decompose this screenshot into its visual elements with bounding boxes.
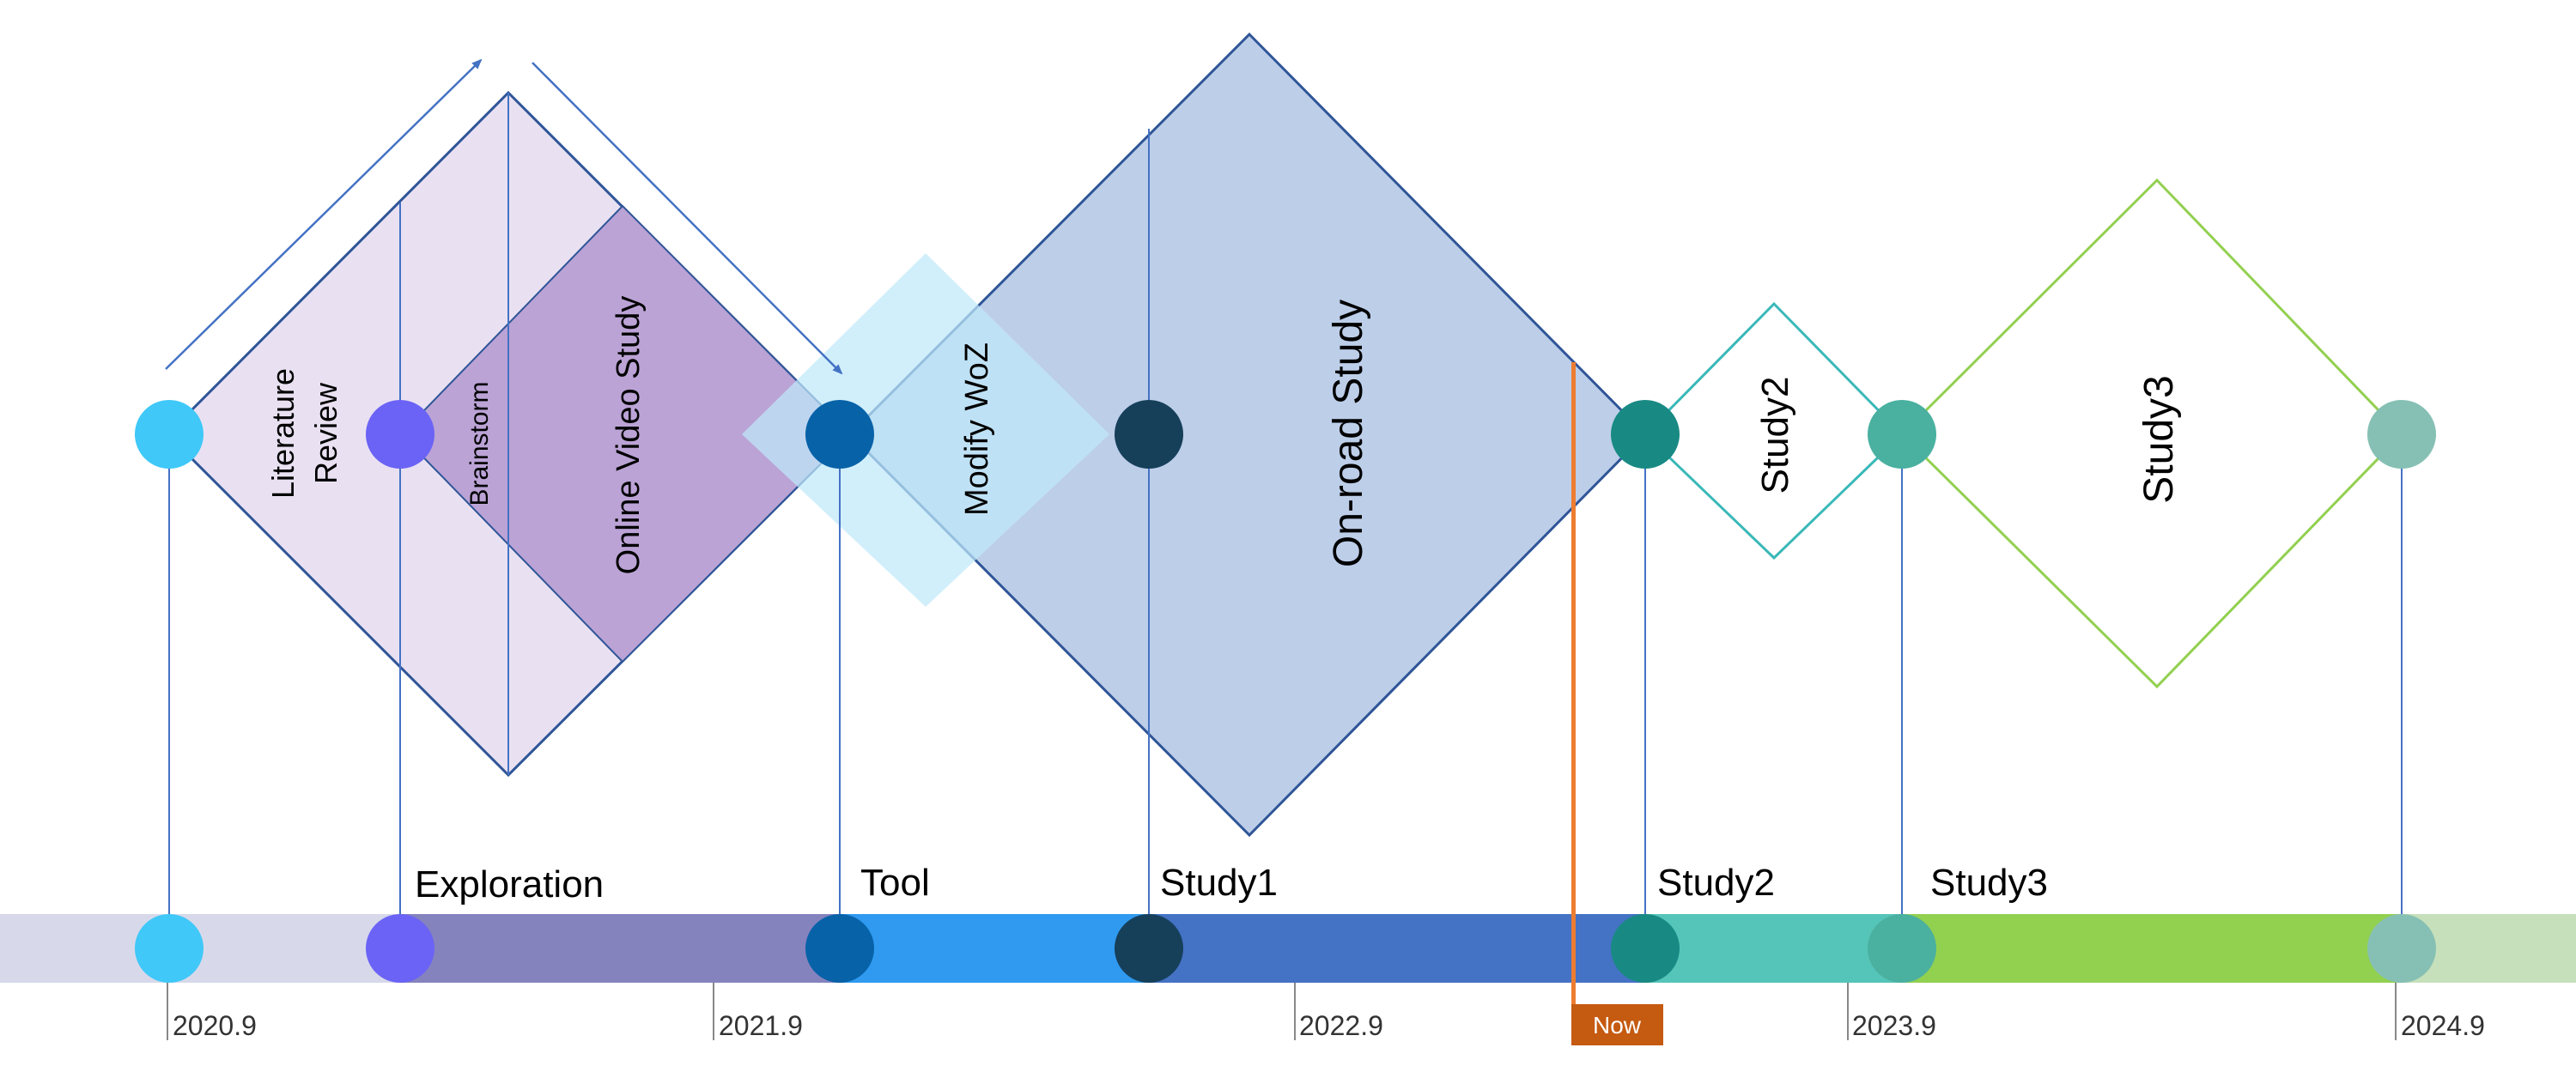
online-video-study-label: Online Video Study (611, 296, 647, 575)
node-end-upper (2367, 400, 2436, 469)
online-video-study-diamond (399, 204, 852, 663)
tool-segment (840, 914, 1149, 983)
brainstorm-label: Brainstorm (465, 381, 494, 506)
diverge-arrow (165, 58, 483, 370)
node-study2-upper (1611, 400, 1680, 469)
phase-label-tool: Tool (860, 862, 930, 904)
node-tool-lower (805, 914, 874, 983)
now-badge (1571, 1004, 1663, 1045)
on-road-study-diamond (848, 32, 1648, 838)
node-end-lower (2367, 914, 2436, 983)
node-study1-lower (1115, 914, 1183, 983)
tick-label-4: 2024.9 (2401, 1010, 2485, 1041)
tick-label-0: 2020.9 (173, 1010, 257, 1041)
node-start-lower (135, 914, 204, 983)
study2-diamond (1643, 301, 1905, 560)
literature-review-label-line2: Review (308, 382, 343, 484)
node-exploration-upper (366, 400, 434, 469)
now-label: Now (1593, 1012, 1642, 1039)
node-study1-upper (1115, 400, 1183, 469)
node-study3-lower (1868, 914, 1936, 983)
study3-diamond-label: Study3 (2136, 375, 2182, 503)
exploration-segment (400, 914, 840, 983)
converge-arrow (532, 62, 843, 375)
study2-diamond-label: Study2 (1754, 377, 1796, 494)
study1-segment (1149, 914, 1645, 983)
study3-diamond (1899, 178, 2404, 689)
study2-segment (1645, 914, 1903, 983)
modify-woz-diamond (742, 253, 1109, 607)
node-start-upper (135, 400, 204, 469)
node-study2-lower (1611, 914, 1680, 983)
tick-label-3: 2023.9 (1852, 1010, 1936, 1041)
literature-review-label-line1: Literature (265, 368, 301, 499)
node-study3-upper (1868, 400, 1936, 469)
now-line (1571, 362, 1576, 1045)
phase-label-study3: Study3 (1930, 862, 2048, 904)
tick-label-2: 2022.9 (1299, 1010, 1383, 1041)
modify-woz-label: Modify WoZ (959, 342, 995, 516)
phase-label-exploration: Exploration (415, 863, 604, 905)
phase-label-study2: Study2 (1657, 862, 1775, 904)
node-exploration-lower (366, 914, 434, 983)
node-tool-upper (805, 400, 874, 469)
tick-label-1: 2021.9 (719, 1010, 803, 1041)
phase-label-study1: Study1 (1160, 862, 1278, 904)
study3-segment (1903, 914, 2403, 983)
on-road-study-label: On-road Study (1326, 300, 1371, 567)
